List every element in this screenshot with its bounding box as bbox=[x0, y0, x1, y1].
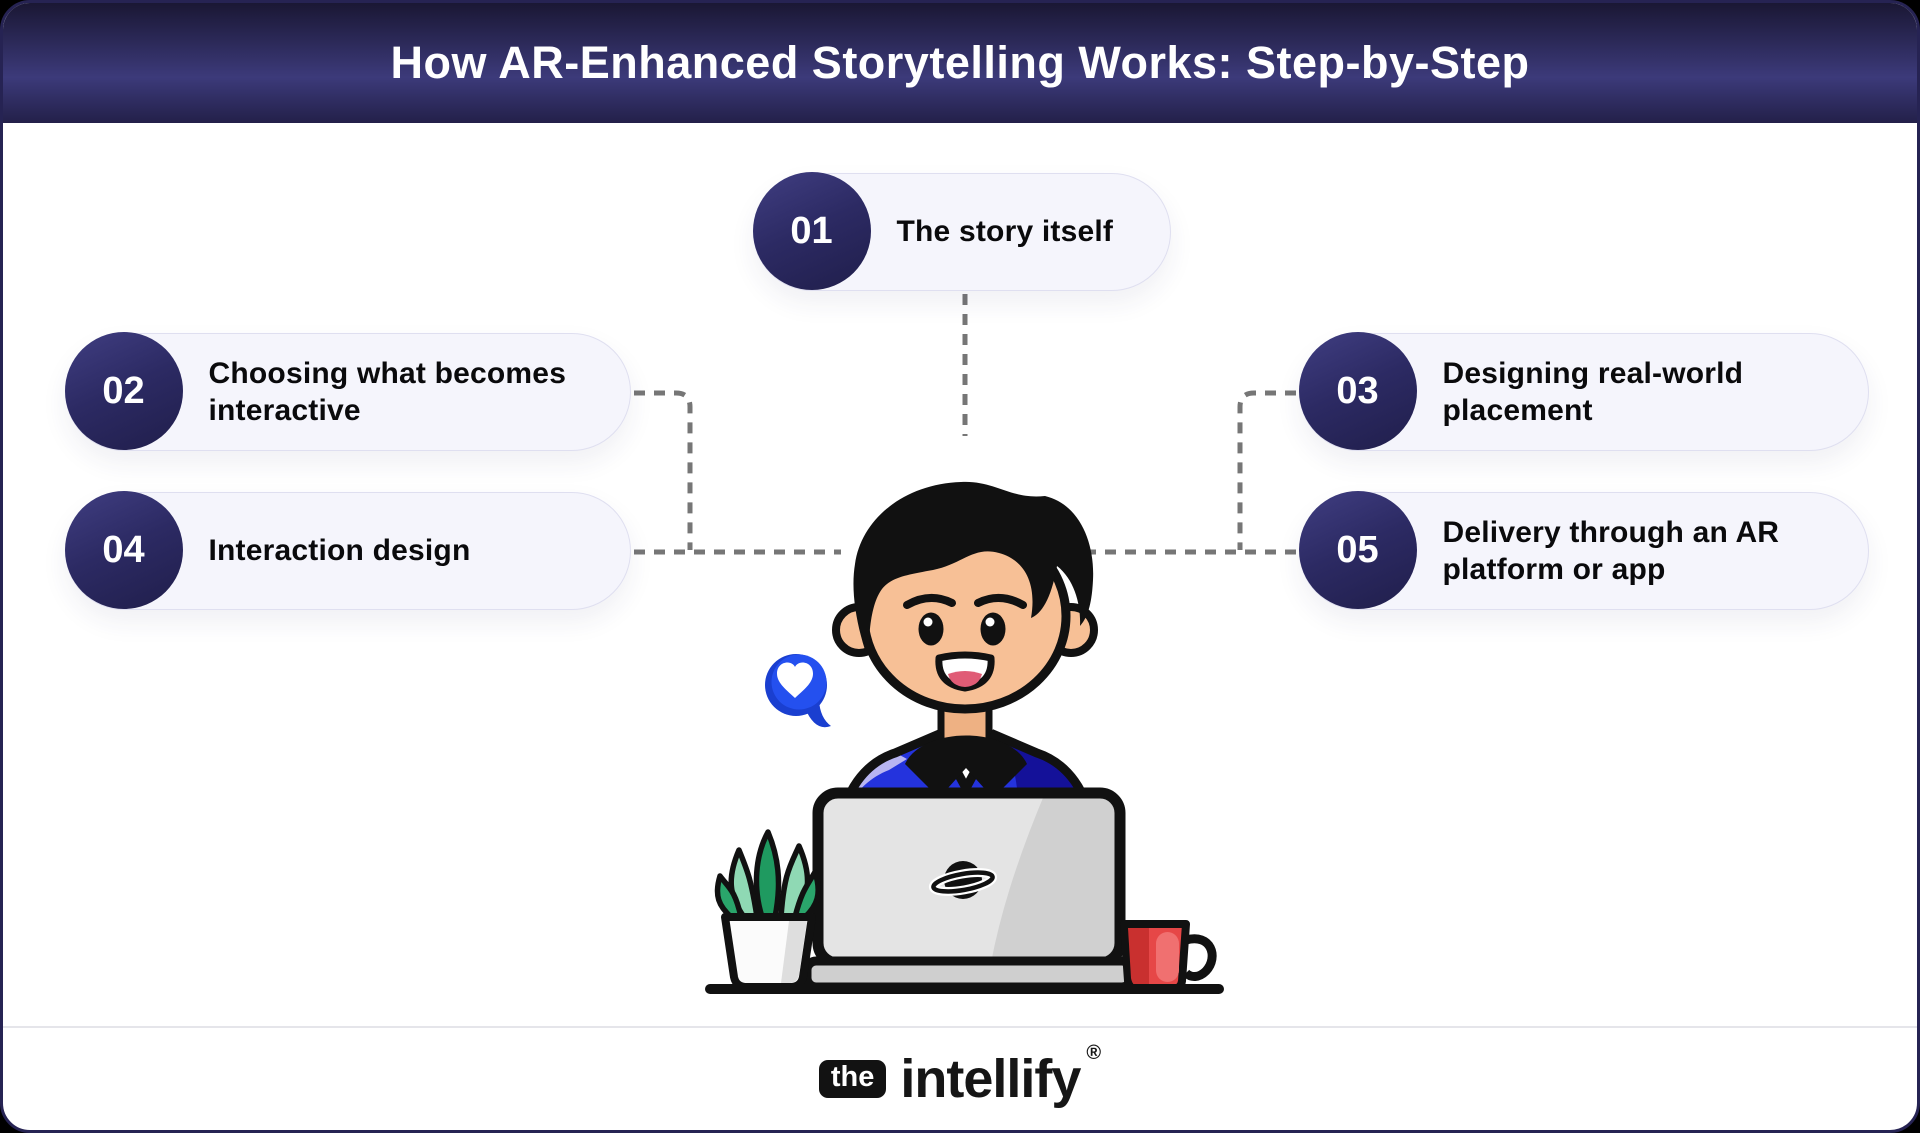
step-label: Interaction design bbox=[208, 534, 471, 568]
step-pill-02: 02 Choosing what becomes interactive bbox=[64, 332, 631, 451]
step-number-badge: 03 bbox=[1298, 332, 1417, 451]
step-number-badge: 04 bbox=[64, 491, 183, 610]
step-pill-04: 04 Interaction design bbox=[64, 491, 631, 610]
planet-logo-icon bbox=[928, 861, 998, 899]
person-at-laptop-illustration bbox=[705, 481, 1224, 994]
collar bbox=[905, 735, 1027, 798]
step-label: Designing real-world placement bbox=[1442, 356, 1744, 427]
step-number-badge: 02 bbox=[64, 332, 183, 451]
step-number-badge: 01 bbox=[752, 172, 871, 291]
footer: the intellify ® bbox=[3, 1026, 1917, 1130]
plant-icon bbox=[714, 829, 821, 991]
brand-name: intellify bbox=[900, 1049, 1081, 1109]
brand-the-badge: the bbox=[818, 1060, 887, 1098]
step-label: The story itself bbox=[896, 215, 1114, 249]
registered-mark: ® bbox=[1086, 1042, 1102, 1064]
hair bbox=[853, 481, 1094, 650]
step-pill-05: 05 Delivery through an AR platform or ap… bbox=[1298, 491, 1869, 610]
coffee-mug-icon bbox=[1120, 920, 1217, 993]
header-bar: How AR-Enhanced Storytelling Works: Step… bbox=[3, 3, 1917, 123]
step-label: Delivery through an AR platform or app bbox=[1442, 515, 1780, 586]
step-label: Choosing what becomes interactive bbox=[208, 356, 567, 427]
laptop-icon bbox=[802, 787, 1136, 992]
infographic-title: How AR-Enhanced Storytelling Works: Step… bbox=[390, 37, 1530, 88]
step-pill-01: 01 The story itself bbox=[752, 172, 1171, 291]
step-number-badge: 05 bbox=[1298, 491, 1417, 610]
step-pill-03: 03 Designing real-world placement bbox=[1298, 332, 1869, 451]
heart-chat-bubble-icon bbox=[765, 654, 831, 728]
